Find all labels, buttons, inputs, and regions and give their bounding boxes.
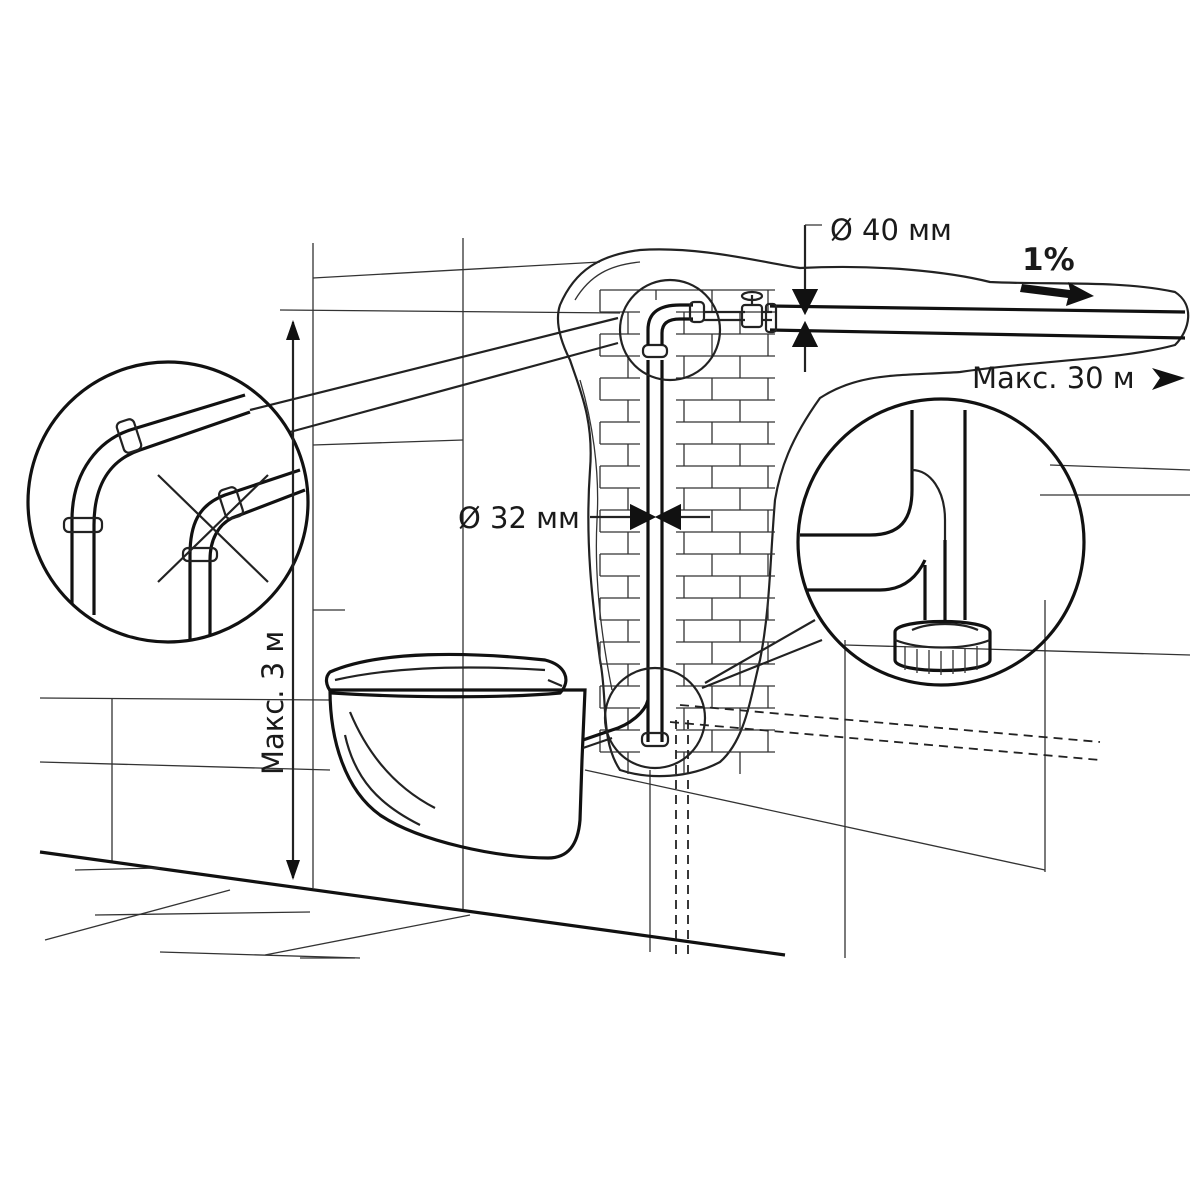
wall-tiles bbox=[39, 238, 1191, 958]
slope-arrow bbox=[1020, 282, 1094, 306]
wrong-cross-line-b bbox=[157, 474, 269, 583]
riser-diameter-label: Ø 32 мм bbox=[458, 501, 580, 535]
vertical-riser-pipe bbox=[640, 343, 670, 748]
detail-marker-bottom bbox=[603, 666, 707, 770]
brick-wall-cutaway bbox=[556, 248, 1190, 778]
leader-bottom-lower bbox=[701, 638, 823, 690]
valve bbox=[704, 290, 772, 329]
leader-bottom-upper bbox=[704, 619, 816, 684]
elbow-detail-zoom bbox=[26, 360, 310, 644]
max-horizontal-arrow bbox=[1152, 368, 1185, 390]
connection-detail-zoom bbox=[796, 397, 1086, 687]
leader-top-upper bbox=[249, 316, 619, 412]
detail-marker-top bbox=[618, 278, 722, 382]
max-height-dimension bbox=[286, 320, 300, 880]
horizontal-drain-pipe bbox=[764, 302, 1186, 340]
max-height-label: Макс. 3 м bbox=[256, 631, 290, 775]
wall-hung-toilet bbox=[324, 652, 650, 860]
outlet-diameter-dimension bbox=[791, 224, 822, 372]
pipe-clearance bbox=[640, 300, 676, 760]
max-horizontal-label: Макс. 30 м bbox=[972, 361, 1135, 395]
hidden-soil-pipe bbox=[669, 704, 1101, 955]
slope-label: 1% bbox=[1022, 242, 1075, 278]
outlet-diameter-label: Ø 40 мм bbox=[830, 213, 952, 247]
floor bbox=[39, 850, 786, 959]
